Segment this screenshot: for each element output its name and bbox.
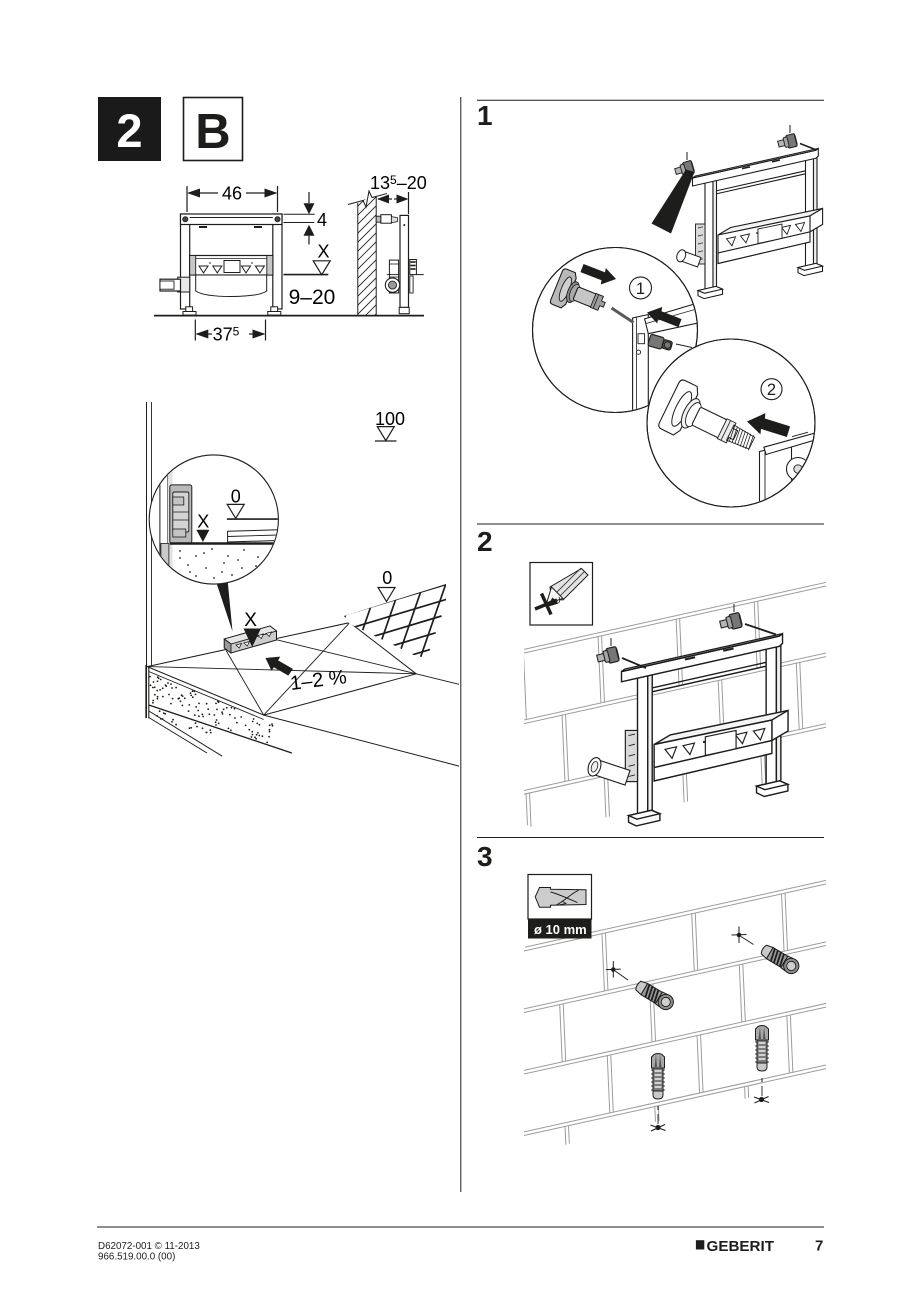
svg-text:0: 0 bbox=[231, 486, 241, 506]
svg-text:1: 1 bbox=[636, 280, 645, 298]
svg-text:7: 7 bbox=[815, 1238, 823, 1255]
svg-text:375: 375 bbox=[213, 325, 240, 345]
svg-text:D62072-001 © 11-2013: D62072-001 © 11-2013 bbox=[98, 1241, 200, 1252]
svg-text:9–20: 9–20 bbox=[289, 286, 336, 309]
svg-text:0: 0 bbox=[382, 568, 392, 588]
svg-text:3: 3 bbox=[477, 841, 493, 872]
svg-text:X: X bbox=[244, 610, 257, 631]
svg-text:966.519.00.0 (00): 966.519.00.0 (00) bbox=[98, 1252, 175, 1263]
svg-text:2: 2 bbox=[477, 526, 493, 557]
svg-text:X: X bbox=[318, 242, 330, 262]
svg-text:2: 2 bbox=[116, 104, 142, 157]
svg-text:1: 1 bbox=[477, 100, 493, 131]
svg-text:X: X bbox=[197, 512, 209, 532]
svg-text:135–20: 135–20 bbox=[370, 173, 427, 193]
svg-text:2: 2 bbox=[767, 381, 776, 399]
svg-text:100: 100 bbox=[375, 409, 405, 429]
svg-text:B: B bbox=[195, 105, 230, 159]
svg-text:GEBERIT: GEBERIT bbox=[707, 1238, 775, 1255]
svg-text:46: 46 bbox=[222, 184, 242, 204]
svg-text:ø 10 mm: ø 10 mm bbox=[534, 922, 587, 937]
svg-text:4: 4 bbox=[317, 210, 327, 230]
